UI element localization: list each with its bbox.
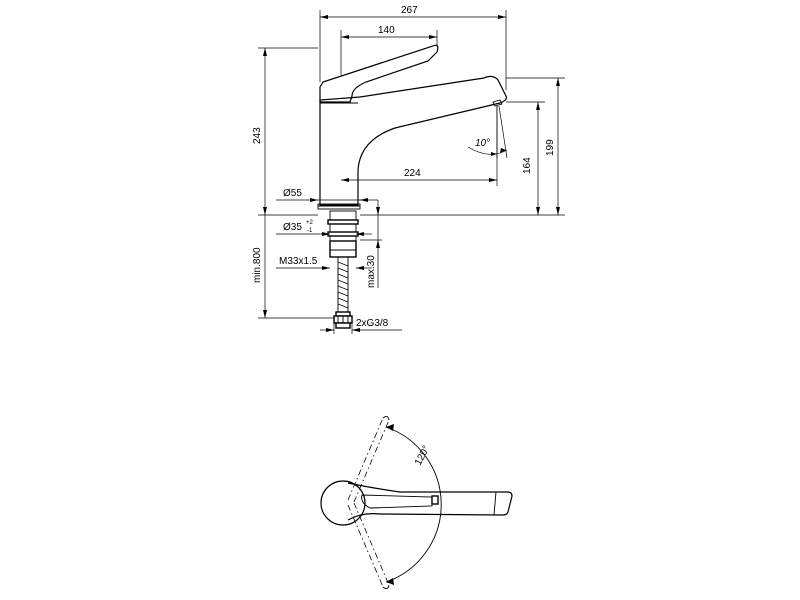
dim-swivel-angle: 120° <box>413 444 432 467</box>
lever-handle <box>319 44 439 103</box>
side-view: 267 140 224 243 199 164 <box>252 5 565 334</box>
dim-spout-height: 199 <box>545 139 556 156</box>
base-plate <box>317 203 361 210</box>
dim-hole-diameter: Ø35 <box>283 222 302 233</box>
dim-lever-length: 140 <box>378 25 395 36</box>
spout-top <box>347 482 513 521</box>
dim-total-height: 243 <box>252 127 263 144</box>
dim-outlet-height: 164 <box>522 157 533 174</box>
dim-tilt-angle: 10° <box>475 138 490 149</box>
top-view: 120° <box>320 415 513 590</box>
supply-hose <box>333 257 353 329</box>
dim-connections: 2xG3/8 <box>356 318 389 329</box>
dim-spout-reach: 224 <box>404 168 421 179</box>
dim-max-deck: max.30 <box>366 255 377 288</box>
aerator <box>492 99 503 107</box>
swivel-arc <box>385 426 442 583</box>
dim-base-diameter: Ø55 <box>283 188 302 199</box>
body-top <box>320 480 366 526</box>
alternate-positions <box>347 415 390 590</box>
dim-thread: M33x1.5 <box>279 256 318 267</box>
faucet-body <box>319 75 507 206</box>
dim-hole-tol-upper: +2 <box>306 220 314 226</box>
dim-overall-width: 267 <box>401 5 418 16</box>
dim-hole-tol-lower: -1 <box>307 228 313 234</box>
dim-min-hose: min.800 <box>252 247 263 283</box>
